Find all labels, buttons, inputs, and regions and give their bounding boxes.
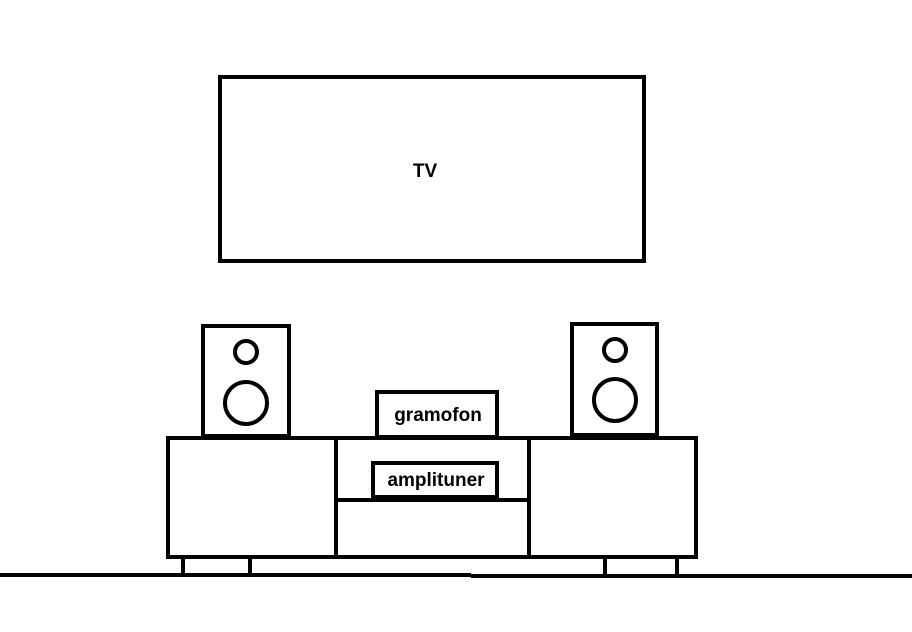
- amplituner-label: amplituner: [387, 470, 485, 491]
- right-foot: [603, 555, 679, 578]
- cabinet-left: [166, 436, 338, 559]
- right-speaker-tweeter: [602, 337, 628, 363]
- tv-label: TV: [413, 161, 438, 182]
- cabinet-right: [527, 436, 698, 559]
- left-foot: [181, 555, 252, 577]
- right-speaker-woofer: [592, 377, 638, 423]
- tv-frame: [218, 75, 646, 263]
- right-speaker: [570, 322, 659, 437]
- left-speaker-woofer: [223, 380, 269, 426]
- left-speaker-tweeter: [233, 339, 259, 365]
- gramofon-label: gramofon: [394, 405, 482, 426]
- amplituner-box: [371, 461, 499, 499]
